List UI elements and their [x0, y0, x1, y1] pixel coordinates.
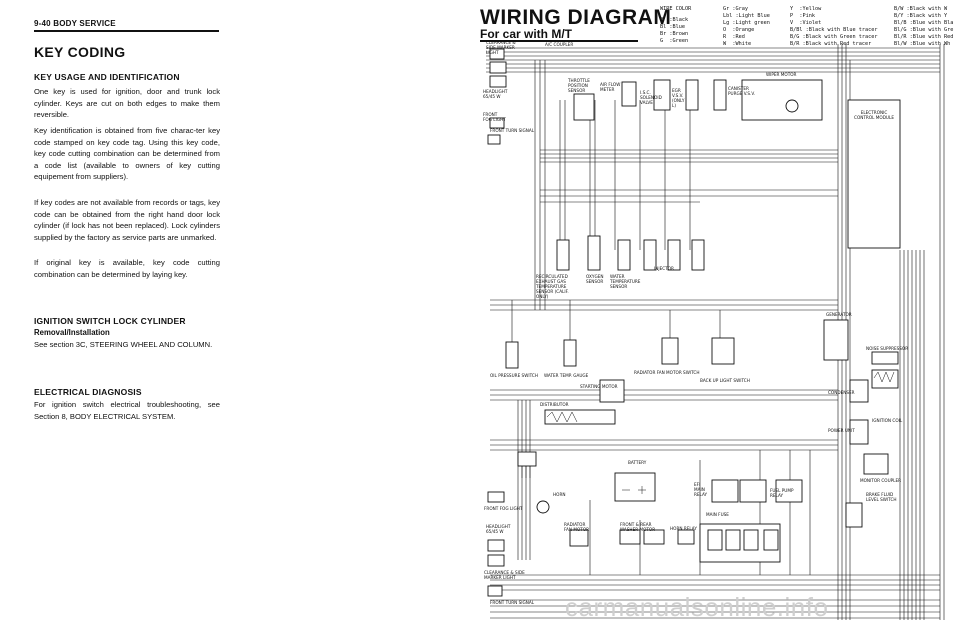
label-clearance-bottom: CLEARANCE & SIDE MARKER LIGHT	[484, 570, 525, 580]
label-brake-fluid: BRAKE FLUID LEVEL SWITCH	[866, 492, 897, 502]
label-backup-switch: BACK UP LIGHT SWITCH	[700, 378, 750, 383]
label-condenser: CONDENSER	[828, 390, 855, 395]
label-front-fog-bottom: FRONT FOG LIGHT	[484, 506, 523, 511]
label-distributor: DISTRIBUTOR	[540, 402, 569, 407]
label-water-temp-sensor: WATER TEMPERATURE SENSOR	[610, 274, 641, 289]
wire-color-entry: Lbl :Light Blue	[723, 13, 770, 19]
label-oxygen-sensor: OXYGEN SENSOR	[586, 274, 604, 284]
wire-color-entry: Bl/R :Blue with Red	[894, 34, 954, 40]
wire-color-entry: G :Green	[660, 38, 689, 44]
label-starting-motor: STARTING MOTOR	[580, 384, 618, 389]
label-horn: HORN	[553, 492, 566, 497]
label-radiator-fan-motor: RADIATOR FAN MOTOR	[564, 522, 590, 532]
label-efi-relay: EFI MAIN RELAY	[694, 482, 708, 497]
label-noise-suppressor: NOISE SUPPRESSOR	[866, 346, 909, 351]
wire-color-entry: Bl/W :Blue with Wh	[894, 41, 951, 47]
label-ac-coupler: A/C COUPLER	[545, 42, 574, 47]
page-header: 9-40 BODY SERVICE	[34, 19, 116, 28]
label-generator: GENERATOR	[826, 312, 852, 317]
label-ignition-coil: IGNITION COIL	[872, 418, 903, 423]
wire-color-heading: WIRE COLOR	[660, 6, 692, 12]
wire-color-entry: B/Bl :Black with Blue tracer	[790, 27, 878, 33]
key-coding-title: KEY CODING	[34, 44, 126, 60]
wire-color-entry: Gr :Gray	[723, 6, 748, 12]
label-monitor-coupler: MONITOR COUPLER	[860, 478, 902, 483]
wire-color-entry: Lg :Light green	[723, 20, 770, 26]
label-egr-temp-sensor: RECIRCULATED EXHAUST GAS TEMPERATURE SEN…	[536, 274, 569, 299]
wiring-diagram-subtitle: For car with M/T	[480, 27, 573, 41]
label-isc: I.S.C. SOLENOID VALVE	[640, 90, 662, 105]
label-fuel-pump-relay: FUEL PUMP RELAY	[770, 488, 794, 498]
wiring-title-rule	[480, 40, 638, 42]
body-service-text-column: 9-40 BODY SERVICE KEY CODING KEY USAGE A…	[0, 0, 230, 624]
label-battery: BATTERY	[628, 460, 647, 465]
wire-color-entry: Y :Yellow	[790, 6, 822, 12]
label-front-fog-top: FRONT FOG LIGHT	[483, 112, 506, 122]
wire-color-entry: V :Violet	[790, 20, 822, 26]
wire-color-entry: B/W :Black with W	[894, 6, 948, 12]
electrical-heading: ELECTRICAL DIAGNOSIS	[34, 387, 142, 397]
label-canister: CANISTER PURGE V.S.V.	[728, 86, 756, 96]
wire-color-entry: P :Pink	[790, 13, 815, 19]
key-usage-paragraph-2: Key identification is obtained from five…	[34, 126, 220, 182]
ignition-heading: IGNITION SWITCH LOCK CYLINDER	[34, 316, 186, 326]
key-usage-paragraph-4: If original key is available, key code c…	[34, 258, 220, 279]
wire-color-entry: B/Y :Black with Y	[894, 13, 948, 19]
wire-color-entry: Bl/B :Blue with Bla	[894, 20, 954, 26]
label-clearance-top: CLEARANCE & SIDE MARKER LIGHT	[486, 40, 516, 55]
label-airflow: AIR FLOW METER	[600, 82, 621, 92]
electrical-text: For ignition switch electrical troublesh…	[34, 400, 220, 421]
label-front-turn-bottom: FRONT TURN SIGNAL	[490, 600, 535, 605]
label-washer-motor: FRONT & REAR WASHER MOTOR	[620, 522, 656, 532]
key-usage-paragraph-1: One key is used for ignition, door and t…	[34, 87, 220, 120]
label-headlight-top: HEADLIGHT 65/45 W	[483, 89, 508, 99]
wire-color-entry: O :Orange	[723, 27, 755, 33]
key-usage-paragraph-3: If key codes are not available from reco…	[34, 198, 220, 242]
label-injector: INJECTOR	[654, 266, 674, 271]
label-ecm: ELECTRONIC CONTROL MODULE	[854, 110, 894, 120]
wire-color-entry: R :Red	[723, 34, 745, 40]
label-wiper: WIPER MOTOR	[766, 72, 797, 77]
wiring-diagram-title: WIRING DIAGRAM	[480, 6, 672, 29]
label-power-unit: POWER UNIT	[828, 428, 855, 433]
ignition-subheading: Removal/Installation	[34, 328, 110, 337]
header-rule	[34, 30, 219, 32]
wire-color-entry: Bl :Blue	[660, 24, 685, 30]
wire-color-entry: Br :Brown	[660, 31, 689, 37]
label-horn-relay: HORN RELAY	[670, 526, 697, 531]
label-throttle: THROTTLE POSITION SENSOR	[568, 78, 590, 93]
label-headlight-bottom: HEADLIGHT 65/45 W	[486, 524, 511, 534]
wire-color-entry: Bl/G :Blue with Gre	[894, 27, 954, 33]
label-water-temp-gauge: WATER TEMP. GAUGE	[544, 373, 589, 378]
wire-color-entry: B/G :Black with Green tracer	[790, 34, 878, 40]
wire-color-entry: B :Black	[660, 17, 689, 23]
label-egr: EGR V.S.V. (ONLY L)	[672, 88, 685, 108]
label-front-turn-top: FRONT TURN SIGNAL	[490, 128, 535, 133]
label-oil-pressure-switch: OIL PRESSURE SWITCH	[490, 373, 538, 378]
wire-color-entry: B/R :Black with Red tracer	[790, 41, 872, 47]
wire-color-entry: W :White	[723, 41, 752, 47]
label-radiator-fan-switch: RADIATOR FAN MOTOR SWITCH	[634, 370, 700, 375]
ignition-text: See section 3C, STEERING WHEEL AND COLUM…	[34, 340, 213, 349]
label-main-fuse: MAIN FUSE	[706, 512, 729, 517]
watermark: carmanualsonline.info	[565, 592, 829, 622]
key-usage-heading: KEY USAGE AND IDENTIFICATION	[34, 72, 180, 82]
